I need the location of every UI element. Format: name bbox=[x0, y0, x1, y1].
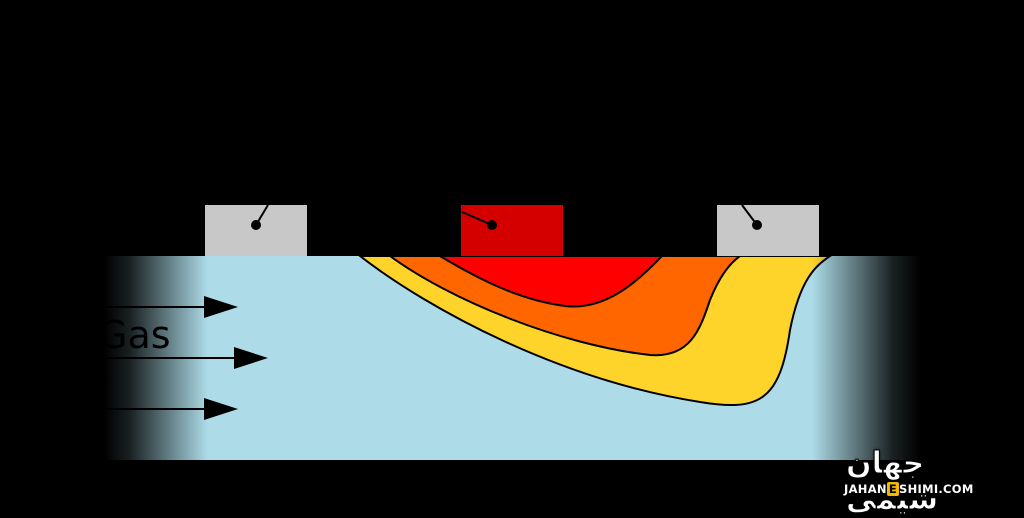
downstream-sensor-dot bbox=[752, 220, 762, 230]
channel-fade-right bbox=[812, 256, 920, 460]
flow-arrow-top bbox=[104, 296, 238, 318]
flow-arrow-middle bbox=[104, 347, 268, 369]
heater-block bbox=[461, 205, 563, 256]
downstream-sensor bbox=[717, 205, 819, 256]
upstream-sensor-dot bbox=[251, 220, 261, 230]
watermark-latin-before: JAHAN bbox=[844, 482, 887, 496]
heater-dot bbox=[487, 220, 497, 230]
watermark-latin-after: SHIMI.COM bbox=[898, 482, 974, 496]
upstream-sensor bbox=[205, 205, 307, 256]
thermal-zone-hot bbox=[438, 256, 664, 308]
heater-lead bbox=[461, 211, 493, 226]
gas-label: Gas bbox=[98, 313, 171, 357]
flow-arrow-bottom bbox=[104, 398, 238, 420]
watermark-latin-e: E bbox=[886, 482, 899, 496]
